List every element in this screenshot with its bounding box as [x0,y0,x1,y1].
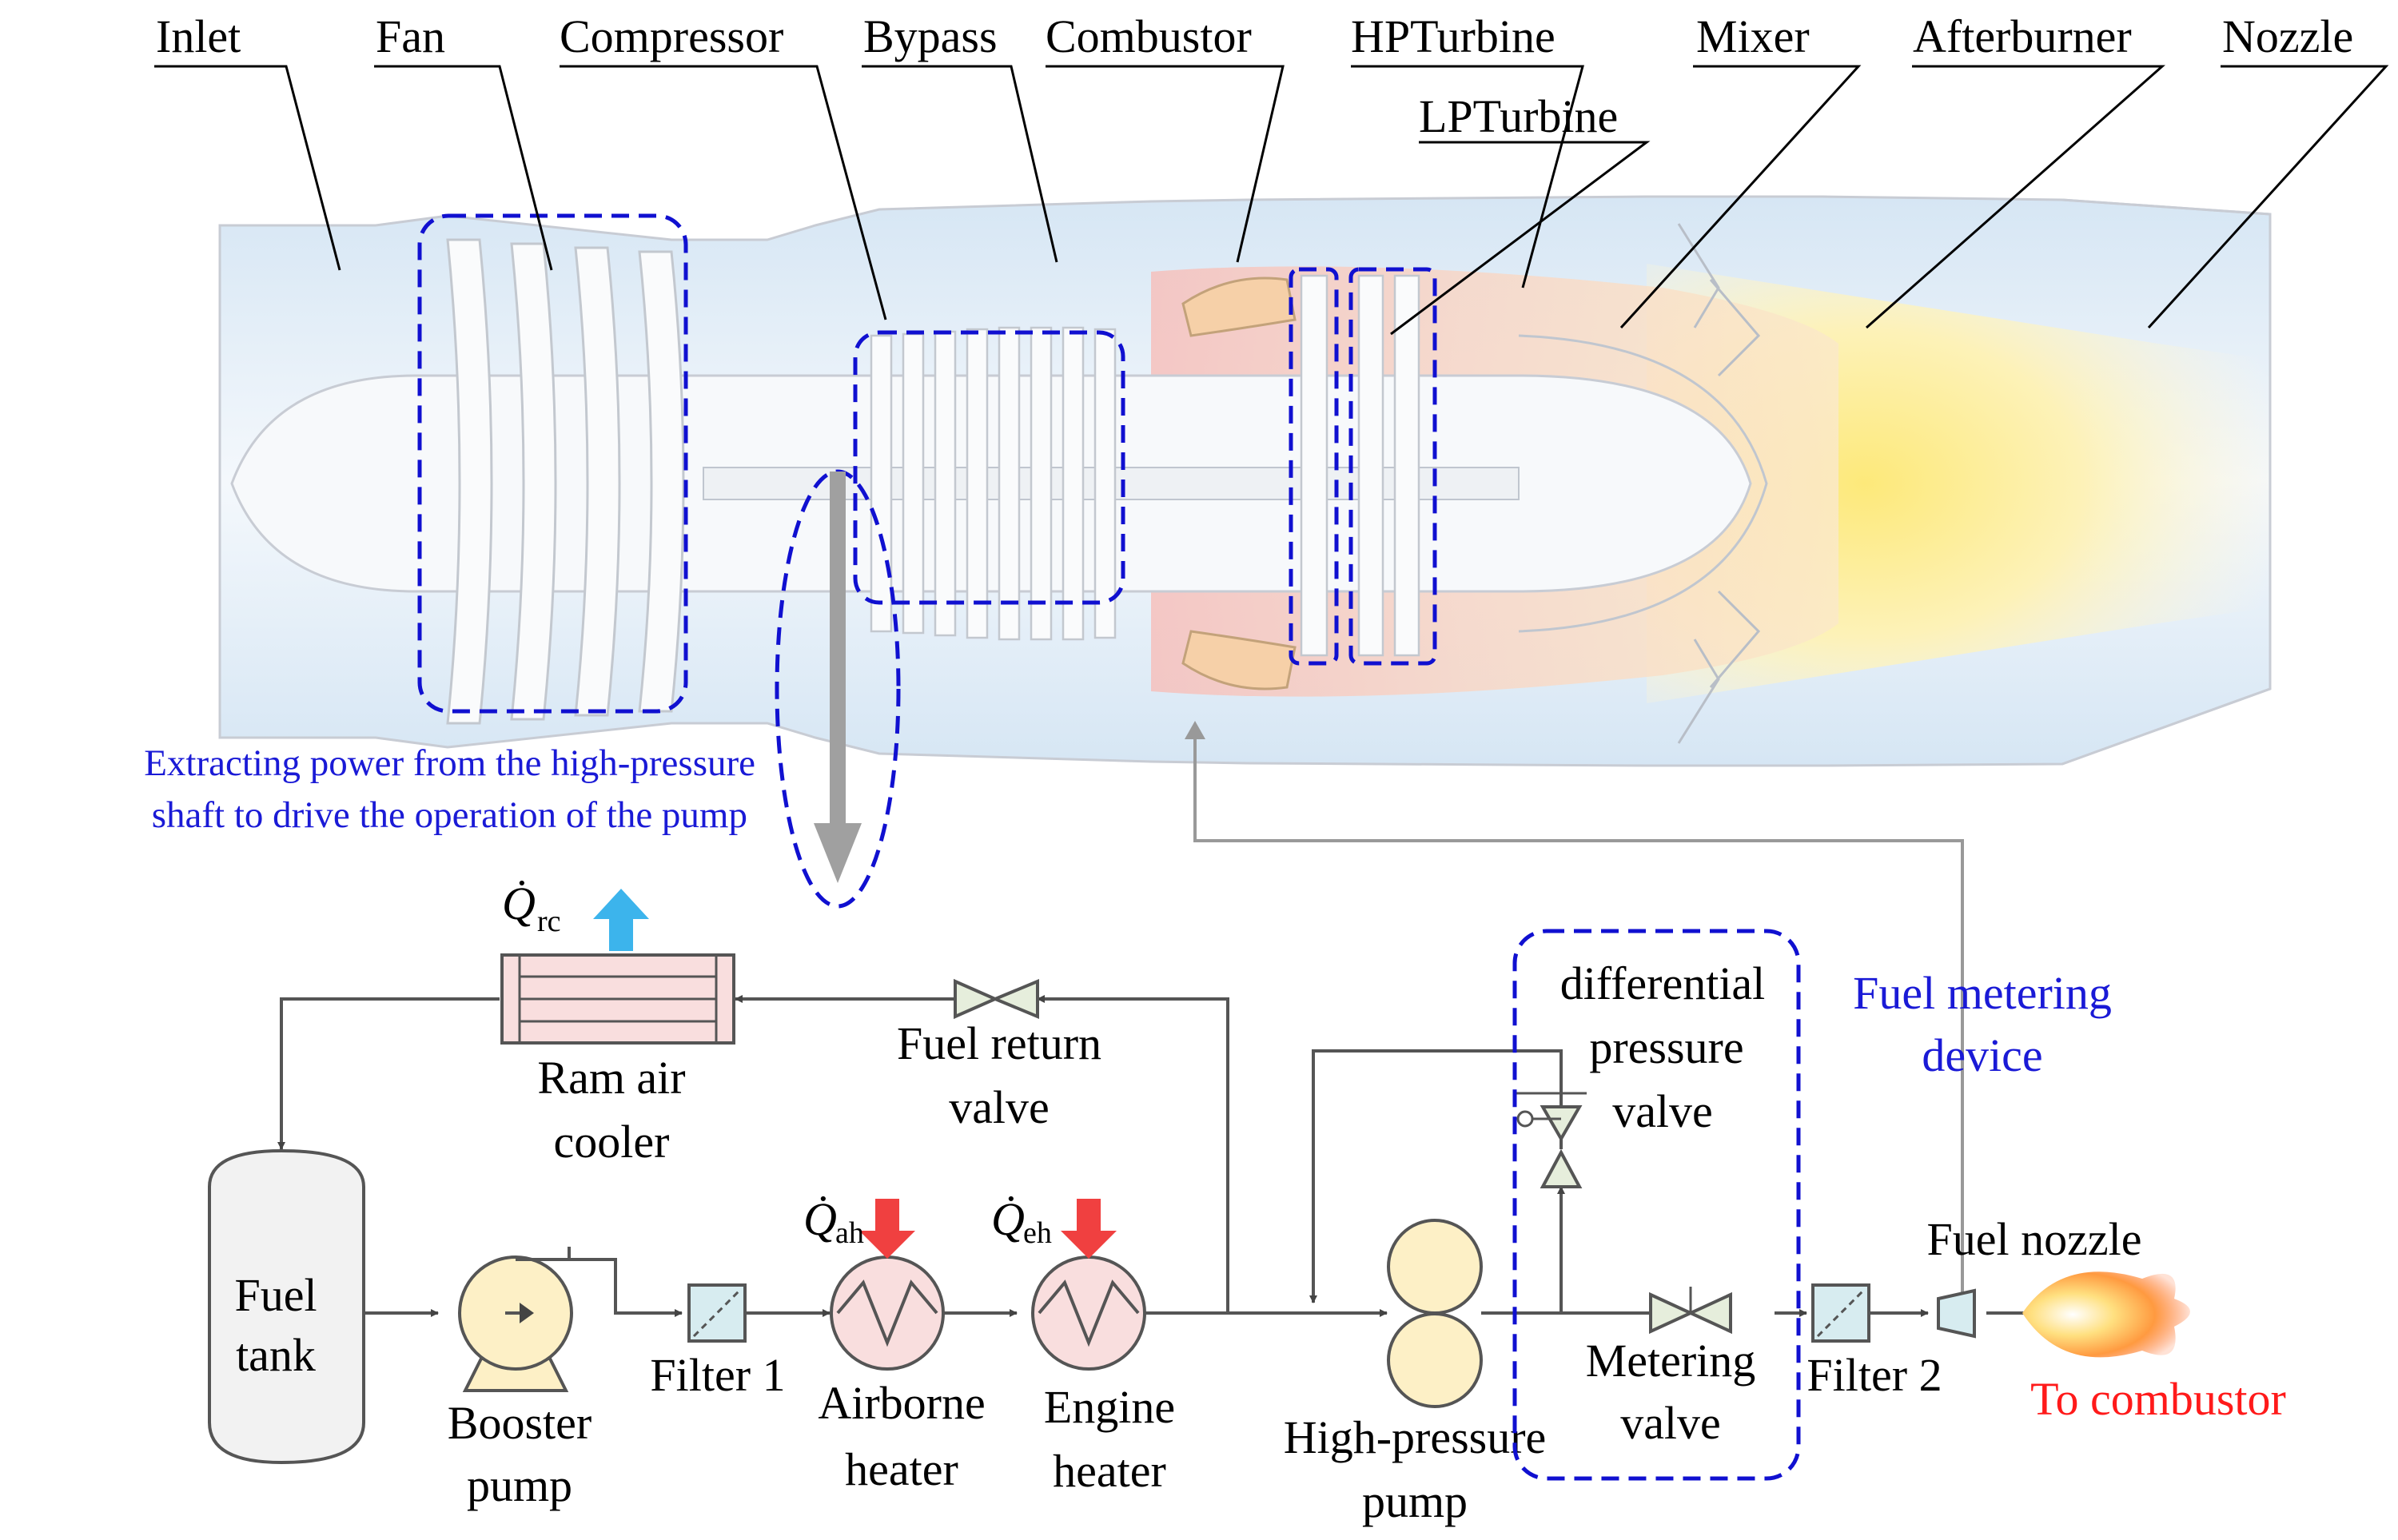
filter-2: Filter 2 [1806,1283,1942,1401]
hp-turbine-highlight-box [1289,267,1339,666]
label-lp-turbine: LPTurbine [1419,90,1618,142]
booster-pump-label-line1: Booster [448,1397,592,1449]
label-combustor: Combustor [1046,10,1252,62]
high-pressure-pump-label-line1: High-pressure [1284,1411,1547,1463]
ram-air-cooler: Q̇ rc Ram air cooler [500,877,735,1168]
engine-heat-in-arrow [1061,1199,1117,1259]
to-combustor-label: To combustor [2030,1373,2286,1425]
fuel-return-valve-label-line2: valve [949,1081,1050,1133]
label-inlet: Inlet [156,10,241,62]
airborne-heat-subscript: ah [835,1216,864,1250]
tail-cone [1518,334,1768,633]
shaft-note-line1: Extracting power from the high-pressure [144,742,755,784]
shaft-note-line2: shaft to drive the operation of the pump [152,794,747,836]
turbine-stages [1300,274,1420,657]
airborne-heater-label-line2: heater [845,1443,958,1495]
filter-1: Filter 1 [650,1283,786,1401]
ram-heat-symbol: Q̇ [502,877,536,929]
engine-labels: Inlet Fan Compressor Bypass Combustor HP… [156,10,2353,142]
combustor-cans [1181,277,1297,690]
airborne-heater-label-line1: Airborne [818,1377,985,1429]
airborne-heat-symbol: Q̇ [803,1193,837,1245]
fan-highlight-box [417,213,688,714]
label-compressor: Compressor [560,10,783,62]
ram-heat-subscript: rc [537,905,561,938]
engine-leader-lines [154,65,2389,336]
label-afterburner: Afterburner [1913,10,2132,62]
ram-heat-out-arrow [593,889,649,951]
fuel-metering-device-label-line1: Fuel metering [1853,967,2112,1019]
fuel-metering-device-label-line2: device [1922,1029,2042,1081]
label-bypass: Bypass [863,10,998,62]
fuel-metering-device-box [1512,929,1801,1481]
diff-pressure-valve-label-line1: differential [1560,957,1766,1009]
combustor-flame [2022,1271,2190,1358]
differential-pressure-valve: differential pressure valve [1515,957,1766,1188]
metering-valve: Metering valve [1586,1287,1756,1449]
engine-highlight-boxes [417,213,1437,909]
compressor-highlight-box [853,330,1125,605]
high-pressure-pump-label-line2: pump [1362,1475,1468,1527]
lp-turbine-highlight-box [1348,267,1437,666]
engine-cross-section [218,195,2272,767]
nozzle-divergent [2061,198,2272,766]
fuel-return-valve: Fuel return valve [897,978,1101,1133]
fuel-tank-label-line2: tank [236,1329,316,1381]
ram-air-cooler-label-line2: cooler [554,1116,670,1168]
filter-2-label: Filter 2 [1806,1349,1942,1401]
fuel-return-valve-label-line1: Fuel return [897,1017,1101,1069]
high-pressure-pump: High-pressure pump [1284,1219,1547,1527]
compressor-stages [870,326,1117,641]
airborne-heater: Q̇ ah Airborne heater [803,1193,986,1495]
label-hp-turbine: HPTurbine [1351,10,1556,62]
label-fan: Fan [376,10,445,62]
label-nozzle: Nozzle [2222,10,2353,62]
diff-pressure-valve-label-line3: valve [1612,1085,1713,1137]
ram-air-cooler-label-line1: Ram air [537,1052,685,1104]
fuel-tank: Fuel tank [208,1148,365,1465]
flameholders [1677,223,1761,744]
fuel-tank-label-line1: Fuel [234,1269,317,1321]
engine-heater: Q̇ eh Engine heater [991,1193,1175,1497]
airborne-heat-in-arrow [859,1199,915,1259]
power-extraction-arrow [814,472,862,883]
fan-blades [446,238,685,725]
diff-pressure-valve-label-line2: pressure [1589,1021,1743,1073]
filter-1-label: Filter 1 [650,1349,785,1401]
fuel-nozzle-label: Fuel nozzle [1927,1213,2142,1265]
label-mixer: Mixer [1696,10,1810,62]
engine-heat-subscript: eh [1023,1216,1052,1250]
engine-heater-label-line2: heater [1053,1445,1166,1497]
engine-feedback-line [1193,735,1964,1301]
engine-heater-label-line1: Engine [1044,1381,1175,1433]
metering-valve-label-line2: valve [1620,1397,1721,1449]
shaft-note: Extracting power from the high-pressure … [144,742,755,836]
booster-pump-label-line2: pump [467,1459,572,1511]
engine-feedback-arrowhead [1185,721,1205,739]
engine-heat-symbol: Q̇ [991,1193,1025,1245]
fuel-nozzle: Fuel nozzle [1927,1213,2142,1339]
metering-valve-label-line1: Metering [1586,1335,1756,1387]
booster-pump: Booster pump [448,1255,592,1511]
